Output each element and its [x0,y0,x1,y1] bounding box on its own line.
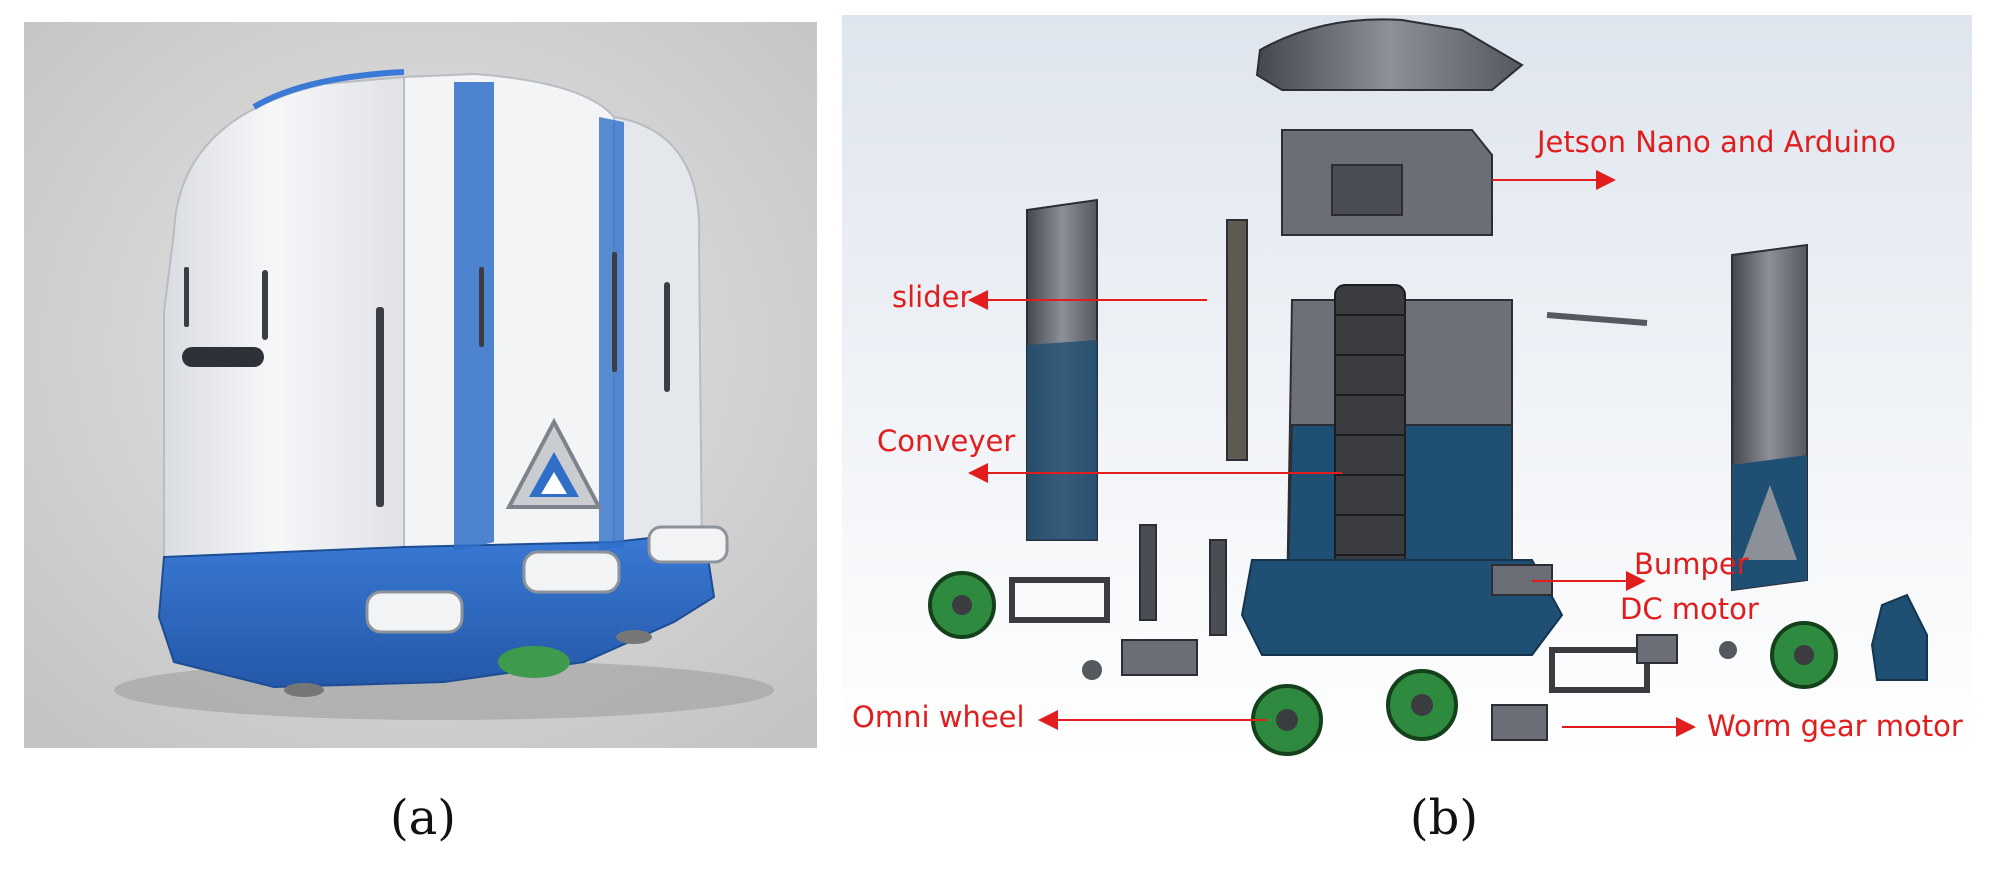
slider-rail-part [1226,219,1248,461]
bracket-right-part [1549,647,1650,693]
rendered-robot-panel [24,22,817,748]
conveyer-part [1334,284,1406,606]
exploded-view-panel: Jetson Nano and Arduino slider Conveyer … [842,15,1972,757]
dc-motor-part [1636,634,1678,664]
omni-wheels-group [928,571,1838,756]
label-slider: slider [892,280,972,314]
label-worm-gear-motor: Worm gear motor [1707,709,1963,743]
bracket-left-part [1009,577,1110,623]
rod-part [1546,312,1648,326]
exploded-view-image [842,15,1972,757]
top-lid-part [1255,18,1524,91]
label-bumper: Bumper [1634,547,1749,581]
label-omni-wheel: Omni wheel [852,700,1025,734]
label-conveyer: Conveyer [877,424,1016,458]
caption-b: (b) [1409,790,1479,846]
label-jetson: Jetson Nano and Arduino [1537,125,1897,159]
caption-a: (a) [389,790,457,846]
motor-left-part [1121,639,1198,676]
worm-gear-motor-part [1491,704,1548,741]
base-part [1240,559,1564,656]
label-dc-motor: DC motor [1620,592,1759,626]
rendered-robot-image [24,22,817,748]
